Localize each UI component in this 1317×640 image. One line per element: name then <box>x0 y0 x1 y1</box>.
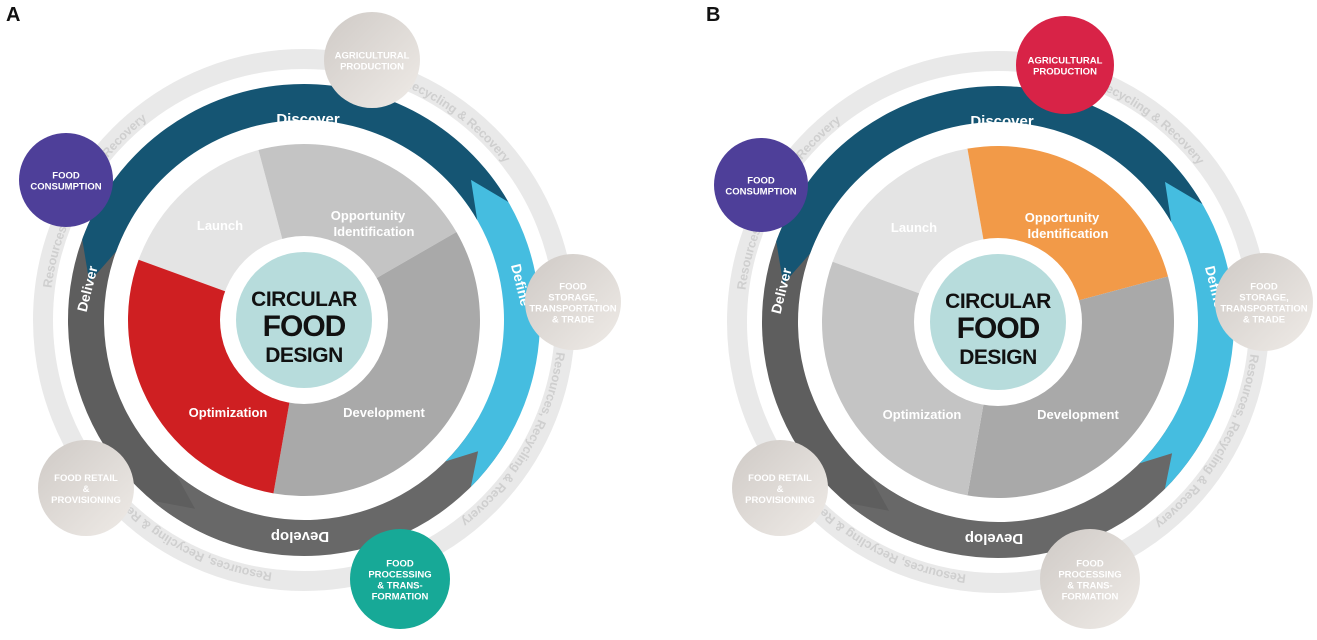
step-label-opportunity: Opportunity <box>1025 210 1100 225</box>
develop-arrow <box>846 396 1203 558</box>
stage-bubble-label: FOOD <box>559 282 587 293</box>
stage-bubble-label: PROCESSING <box>368 570 431 581</box>
diagram-panel-b: Resources, Recycling & RecoveryResources… <box>714 16 1313 629</box>
center-title-line: FOOD <box>957 312 1040 345</box>
stage-bubble-label: PROCESSING <box>1058 570 1121 581</box>
panel-label-a: A <box>6 4 21 26</box>
stage-bubble-label: PROVISIONING <box>745 495 815 506</box>
center-title-line: DESIGN <box>959 346 1037 369</box>
center-title-line: CIRCULAR <box>945 290 1051 313</box>
stage-bubble-label: FOOD RETAIL <box>748 473 812 484</box>
stage-bubble-label: & TRADE <box>552 315 594 326</box>
stage-bubble-label: FOOD <box>1250 282 1278 293</box>
step-label-identification: Identification <box>1028 226 1109 241</box>
center-title-line: FOOD <box>263 310 346 343</box>
step-label-development: Development <box>1037 407 1119 422</box>
step-development <box>273 232 481 496</box>
stage-bubble-label: PRODUCTION <box>1033 67 1097 78</box>
define-arrow <box>1139 159 1235 489</box>
stage-bubble <box>1215 253 1313 351</box>
stage-bubble <box>19 133 113 227</box>
stage-bubble-label: FOOD RETAIL <box>54 473 118 484</box>
stage-bubble <box>38 440 134 536</box>
center-circle <box>236 252 372 388</box>
stage-bubble-label: & TRANS- <box>1067 581 1112 592</box>
step-development <box>967 276 1174 498</box>
phase-label-discover: Discover <box>276 111 340 128</box>
step-optimization <box>127 259 292 494</box>
define-arrow <box>445 157 540 487</box>
stage-bubble <box>324 12 420 108</box>
stage-bubble-label: & TRANS- <box>377 581 422 592</box>
phase-label-develop: Develop <box>271 528 329 545</box>
stage-bubble-label: FORMATION <box>372 592 429 603</box>
stage-bubble <box>1016 16 1114 114</box>
step-label-development: Development <box>343 405 425 420</box>
stage-bubble-label: & <box>777 484 784 495</box>
stage-bubble <box>350 529 450 629</box>
step-opportunity-identification <box>258 144 457 284</box>
stage-bubble-label: PROVISIONING <box>51 495 121 506</box>
stage-bubble-label: STORAGE, <box>1239 293 1288 304</box>
stage-bubble-label: PRODUCTION <box>340 62 404 73</box>
phase-label-develop: Develop <box>965 530 1023 547</box>
stage-bubble-label: TRANSPORTATION <box>529 304 616 315</box>
stage-bubble <box>714 138 808 232</box>
stage-bubble-label: CONSUMPTION <box>30 182 101 193</box>
stage-bubble <box>732 440 828 536</box>
stage-bubble-label: AGRICULTURAL <box>1028 56 1103 67</box>
stage-bubble-label: FOOD <box>1076 559 1104 570</box>
center-title-line: CIRCULAR <box>251 288 357 311</box>
develop-arrow <box>152 394 509 556</box>
stage-bubble-label: STORAGE, <box>548 293 597 304</box>
step-label-opportunity: Opportunity <box>331 208 406 223</box>
step-label-optimization: Optimization <box>189 405 268 420</box>
stage-bubble <box>1040 529 1140 629</box>
stage-bubble-label: FOOD <box>52 171 80 182</box>
discover-arrow <box>776 86 1203 285</box>
stage-bubble-label: CONSUMPTION <box>725 187 796 198</box>
stage-bubble-label: FOOD <box>747 176 775 187</box>
stage-bubble-label: & TRADE <box>1243 315 1285 326</box>
step-optimization <box>821 261 986 496</box>
center-circle <box>930 254 1066 390</box>
center-title-line: DESIGN <box>265 344 343 367</box>
stage-bubble-label: TRANSPORTATION <box>1220 304 1307 315</box>
stage-bubble <box>525 254 621 350</box>
panel-label-b: B <box>706 4 721 26</box>
phase-label-discover: Discover <box>970 113 1034 130</box>
stage-bubble-label: & <box>83 484 90 495</box>
step-label-identification: Identification <box>334 224 415 239</box>
stage-bubble-label: FORMATION <box>1062 592 1119 603</box>
discover-arrow <box>82 84 509 283</box>
diagram-panel-a: Resources, Recycling & RecoveryResources… <box>19 12 621 629</box>
step-opportunity-identification <box>967 146 1169 304</box>
step-label-launch: Launch <box>891 220 937 235</box>
step-label-optimization: Optimization <box>883 407 962 422</box>
stage-bubble-label: FOOD <box>386 559 414 570</box>
stage-bubble-label: AGRICULTURAL <box>335 51 410 62</box>
step-label-launch: Launch <box>197 218 243 233</box>
